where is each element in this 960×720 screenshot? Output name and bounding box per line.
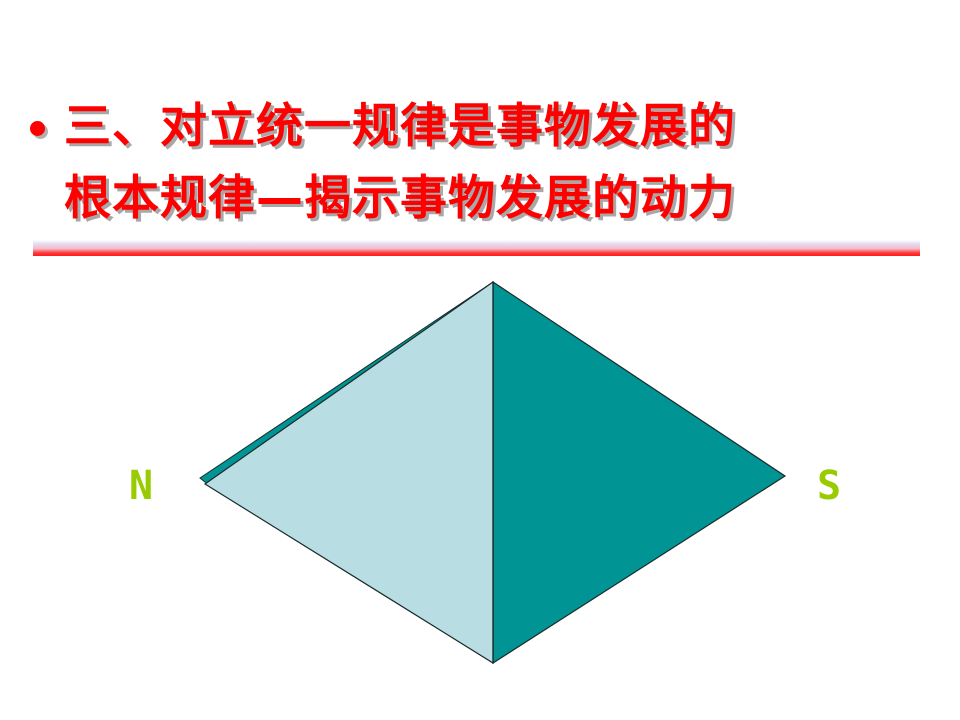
- title-divider: [33, 240, 920, 256]
- south-pole-label: S: [817, 463, 842, 509]
- north-pole-label: N: [129, 463, 154, 509]
- title-line-2: 根本规律—揭示事物发展的动力: [28, 164, 938, 234]
- diamond-right-half: [492, 280, 787, 665]
- diamond-left-half: [203, 280, 494, 665]
- slide-title: 三、对立统一规律是事物发展的 根本规律—揭示事物发展的动力: [28, 92, 938, 234]
- title-line-1-text: 三、对立统一规律是事物发展的: [64, 99, 736, 154]
- title-line-1: 三、对立统一规律是事物发展的: [28, 92, 938, 162]
- bullet-icon: [30, 121, 45, 136]
- title-line-2-text: 根本规律—揭示事物发展的动力: [64, 171, 736, 226]
